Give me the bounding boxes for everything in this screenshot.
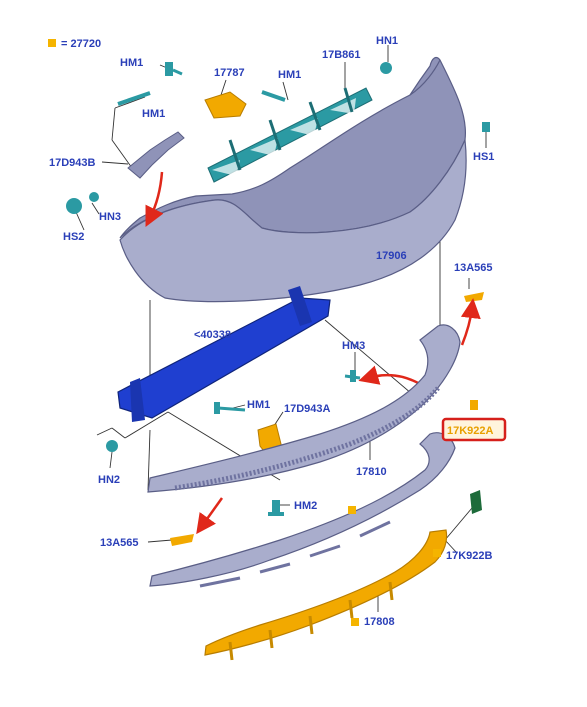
clip-17k922a: [470, 400, 478, 410]
legend-marker-upper: [348, 506, 356, 514]
label-17b861: 17B861: [322, 49, 361, 61]
fastener-hn1: [380, 62, 392, 74]
label-17k922a: 17K922A: [447, 425, 494, 437]
label-17d943b: 17D943B: [49, 157, 96, 169]
bumper-cover-lower-band: [119, 137, 467, 303]
label-40338: <40338: [194, 329, 231, 341]
install-arrow-lower: [196, 497, 224, 535]
legend-marker-17808: [351, 618, 359, 626]
label-13a565-right: 13A565: [454, 262, 493, 274]
fastener-hm1-left: [117, 91, 151, 106]
fastener-hm1-lower: [214, 402, 246, 414]
label-13a565-left: 13A565: [100, 537, 139, 549]
install-arrow-upper: [145, 171, 164, 227]
upper-retainer-17b861: [207, 87, 373, 183]
fastener-hm1-top: [165, 62, 183, 76]
bumper-cover-top-edge: [409, 59, 441, 96]
fastener-hn2: [106, 440, 118, 452]
rear-skid-tabs: [228, 581, 394, 661]
label-hn1: HN1: [376, 35, 398, 47]
bracket-13a565-right: [464, 292, 484, 302]
label-hm1-top: HM1: [120, 57, 143, 69]
clip-17k922b: [470, 490, 482, 514]
label-17906: 17906: [376, 250, 407, 262]
lower-panel-grey: [149, 432, 456, 587]
bracket-17d943b: [127, 131, 185, 179]
label-17k922b: 17K922B: [446, 550, 493, 562]
label-hn2: HN2: [98, 474, 120, 486]
fastener-hn3: [89, 192, 99, 202]
install-arrow-hm3: [358, 365, 421, 386]
impact-beam-40338: [117, 286, 331, 422]
label-hm2: HM2: [294, 500, 317, 512]
fastener-hs2: [66, 198, 82, 214]
label-hm1-left: HM1: [142, 108, 165, 120]
label-hn3: HN3: [99, 211, 121, 223]
rear-skid-17808: [204, 529, 448, 656]
label-hm1-lower: HM1: [247, 399, 270, 411]
legend-swatch: [48, 39, 56, 47]
install-arrow-13a565: [460, 298, 481, 346]
label-17808: 17808: [364, 616, 395, 628]
lower-valance-grille: [174, 386, 440, 491]
label-17787: 17787: [214, 67, 245, 79]
legend-marker-17k922b: [433, 549, 441, 557]
bracket-17787: [204, 91, 247, 119]
fastener-hm2: [268, 500, 284, 516]
label-17810: 17810: [356, 466, 387, 478]
label-hm1-mid: HM1: [278, 69, 301, 81]
highlight-box-17k922a: [441, 417, 507, 442]
lower-panel-holes: [199, 520, 391, 588]
fastener-hm1-mid: [261, 90, 286, 102]
legend-text: = 27720: [61, 38, 101, 50]
label-17d943a: 17D943A: [284, 403, 331, 415]
fastener-hm3: [344, 370, 361, 382]
bracket-13a565-left: [170, 534, 194, 546]
fastener-hs1: [482, 122, 490, 132]
label-hm3: HM3: [342, 340, 365, 352]
label-hs2: HS2: [63, 231, 84, 243]
label-hs1: HS1: [473, 151, 494, 163]
